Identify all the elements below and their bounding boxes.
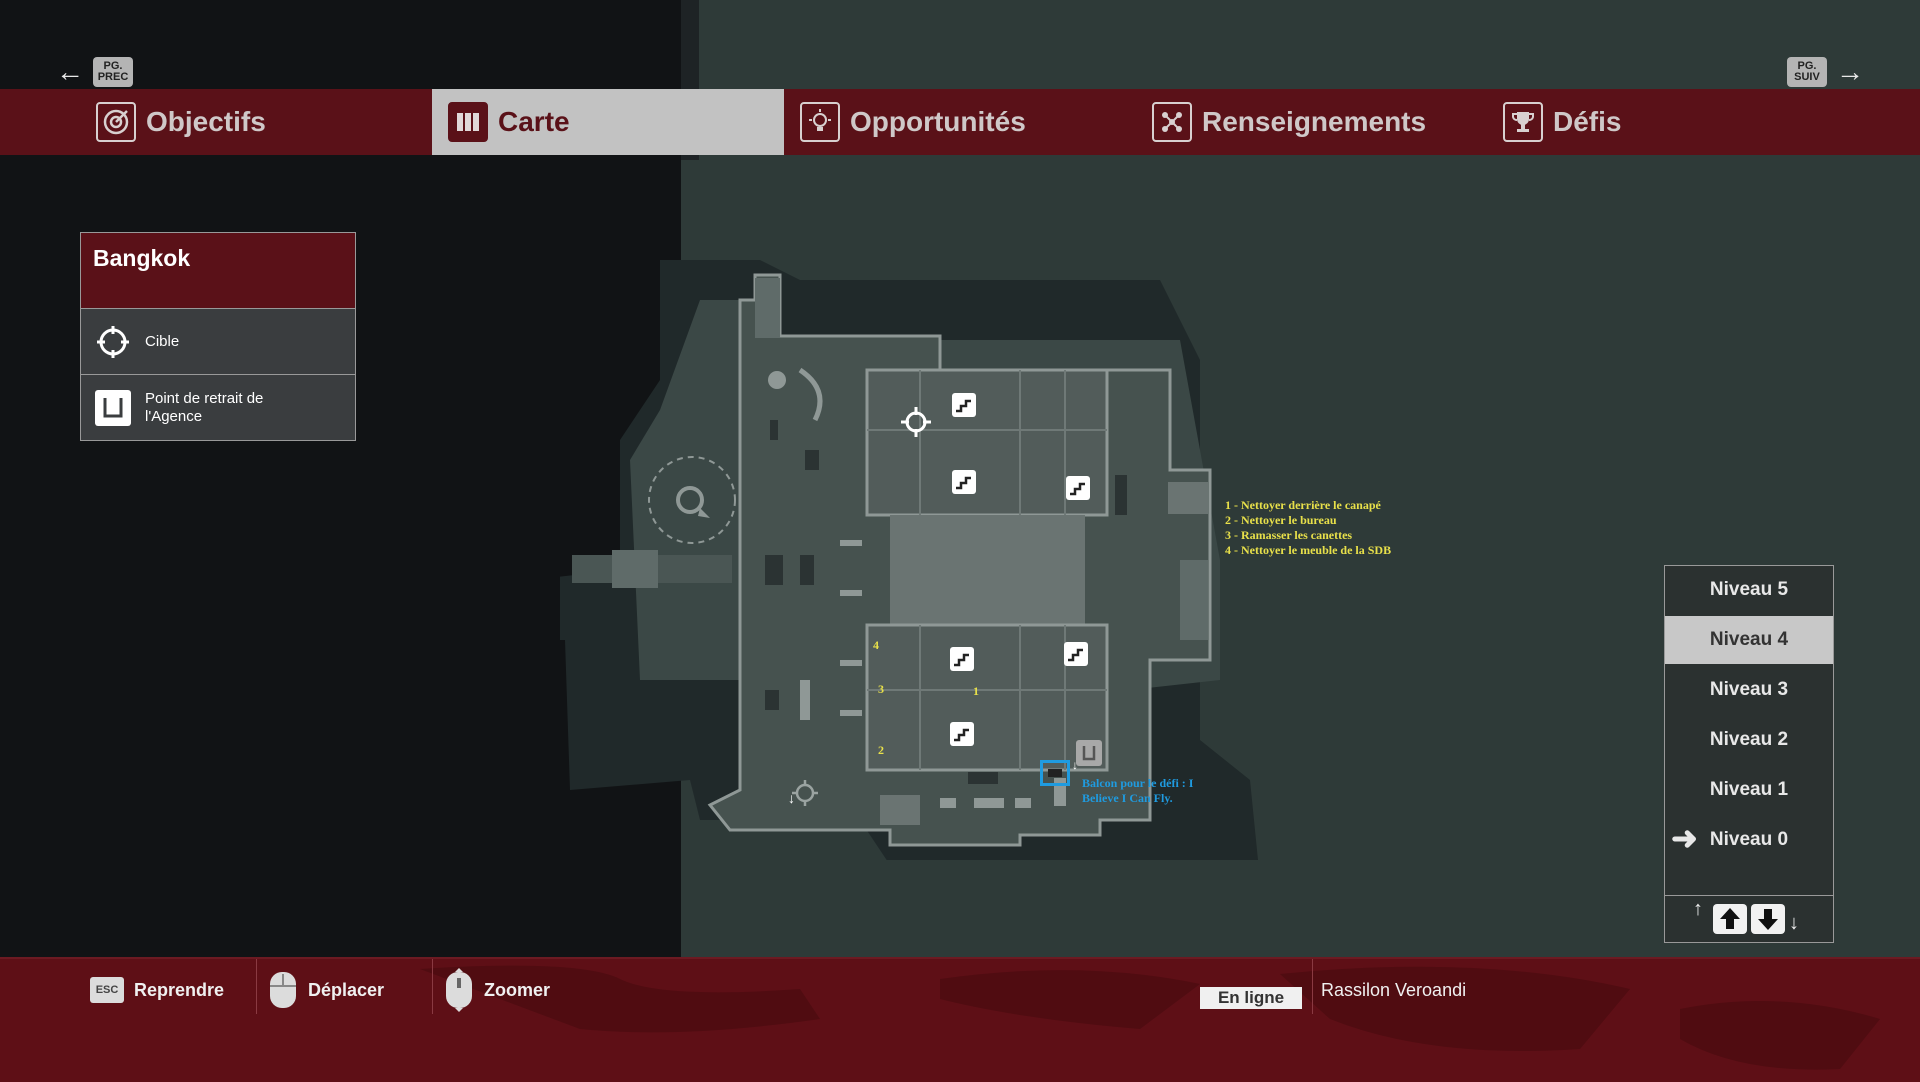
level-map[interactable]: ↓ ↓ 4 3 1 2 Balcon pour le défi : I Beli…: [560, 260, 1260, 860]
target-icon: [96, 102, 136, 142]
next-page-label: PG. SUIV: [1794, 60, 1820, 83]
prev-page-button[interactable]: PG. PREC: [93, 57, 133, 87]
online-status-badge: En ligne: [1200, 987, 1302, 1009]
floor-label: Niveau 1: [1709, 779, 1789, 800]
tab-renseignements[interactable]: Renseignements: [1152, 89, 1492, 155]
floor-label: Niveau 4: [1709, 629, 1789, 650]
note-line: 3 - Ramasser les canettes: [1225, 528, 1353, 542]
floor-label: Niveau 2: [1709, 729, 1789, 750]
current-floor-arrow-icon: ➜: [1671, 820, 1698, 856]
crosshair-icon[interactable]: [790, 778, 820, 808]
cleaning-notes: 1 - Nettoyer derrière le canapé 2 - Nett…: [1225, 498, 1465, 558]
balcony-note-line: Believe I Can Fly.: [1082, 791, 1173, 805]
prev-arrow-icon[interactable]: ←: [56, 56, 84, 87]
floor-item[interactable]: Niveau 5: [1665, 566, 1833, 614]
balcony-note-line: Balcon pour le défi : I: [1082, 776, 1194, 790]
legend-item-label: Cible: [145, 333, 180, 350]
floor-item-current[interactable]: ➜ Niveau 0: [1665, 816, 1833, 864]
mouse-drag-icon: [270, 972, 296, 1008]
tab-objectifs[interactable]: Objectifs: [96, 89, 416, 155]
stairs-icon[interactable]: [1064, 642, 1088, 666]
next-page-button[interactable]: PG. SUIV: [1787, 57, 1827, 87]
resume-action[interactable]: ESC Reprendre: [90, 959, 224, 1021]
mouse-scroll-icon: [446, 968, 472, 1012]
room-number: 4: [873, 638, 879, 652]
balcony-note: Balcon pour le défi : I Believe I Can Fl…: [1082, 776, 1222, 806]
room-number: 3: [878, 682, 884, 696]
floor-label: Niveau 5: [1709, 579, 1789, 600]
tab-defis[interactable]: Défis: [1503, 89, 1763, 155]
separator: [256, 959, 257, 1014]
down-arrow-icon: ↓: [1072, 758, 1078, 772]
stairs-icon[interactable]: [952, 470, 976, 494]
arrow-up-small-icon: ↑: [1693, 898, 1703, 920]
tab-label: Objectifs: [146, 106, 266, 137]
stairs-icon[interactable]: [950, 722, 974, 746]
crosshair-icon: [93, 322, 133, 362]
floor-down-button[interactable]: [1751, 904, 1785, 934]
floor-item[interactable]: Niveau 1: [1665, 766, 1833, 814]
target-crosshair-icon[interactable]: [901, 407, 931, 437]
floor-controls: ↑ ↓: [1665, 895, 1833, 943]
note-line: 2 - Nettoyer le bureau: [1225, 513, 1337, 527]
tab-label: Défis: [1553, 106, 1622, 137]
tab-opportunites[interactable]: Opportunités: [800, 89, 1130, 155]
top-nav: Objectifs Carte Opportunités Renseigneme…: [0, 89, 1920, 155]
floor-label: Niveau 0: [1709, 829, 1789, 850]
stairs-icon[interactable]: [950, 647, 974, 671]
note-line: 4 - Nettoyer le meuble de la SDB: [1225, 543, 1392, 557]
trophy-icon: [1503, 102, 1543, 142]
floor-selector: Niveau 5 Niveau 4 Niveau 3 Niveau 2 Nive…: [1664, 565, 1834, 943]
floor-label: Niveau 3: [1709, 679, 1789, 700]
tab-label: Opportunités: [850, 106, 1026, 137]
legend-item-agency-pickup[interactable]: Point de retrait de l'Agence: [81, 375, 355, 440]
room-number: 2: [878, 743, 884, 757]
arrow-down-small-icon: ↓: [1789, 912, 1799, 934]
dark-background: [0, 0, 681, 957]
floor-item-selected[interactable]: Niveau 4: [1665, 616, 1833, 664]
bottom-bar: ESC Reprendre Déplacer Zoomer En ligne R…: [0, 957, 1920, 1082]
stairs-icon[interactable]: [952, 393, 976, 417]
map-icon: [448, 102, 488, 142]
tab-label: Carte: [498, 106, 570, 137]
zoom-label: Zoomer: [484, 979, 551, 1000]
balcony-highlight-icon[interactable]: [1040, 760, 1070, 786]
lightbulb-icon: [800, 102, 840, 142]
floor-item[interactable]: Niveau 3: [1665, 666, 1833, 714]
location-title: Bangkok: [81, 233, 355, 309]
move-action[interactable]: Déplacer: [268, 959, 384, 1021]
tab-carte[interactable]: Carte: [432, 89, 784, 155]
stairs-icon[interactable]: [1066, 476, 1090, 500]
map-floorplan: [560, 260, 1258, 860]
down-arrow-icon: ↓: [788, 790, 795, 806]
legend-item-target[interactable]: Cible: [81, 309, 355, 375]
esc-key-icon: ESC: [90, 977, 124, 1003]
agency-pickup-icon[interactable]: [1076, 740, 1102, 766]
floor-item[interactable]: Niveau 2: [1665, 716, 1833, 764]
tab-label: Renseignements: [1202, 106, 1427, 137]
zoom-action[interactable]: Zoomer: [444, 959, 550, 1021]
map-legend: Bangkok Cible Point de retrait de l'Agen…: [80, 232, 356, 441]
note-line: 1 - Nettoyer derrière le canapé: [1225, 498, 1381, 512]
intel-icon: [1152, 102, 1192, 142]
separator: [1312, 959, 1313, 1014]
agency-pickup-icon: [93, 388, 133, 428]
world-map-decoration: [420, 965, 1880, 1070]
room-number: 1: [973, 684, 979, 698]
next-arrow-icon[interactable]: →: [1836, 56, 1864, 87]
resume-label: Reprendre: [134, 979, 225, 1000]
legend-item-label: Point de retrait de l'Agence: [145, 389, 264, 425]
move-label: Déplacer: [308, 979, 385, 1000]
floor-up-button[interactable]: [1713, 904, 1747, 934]
user-name: Rassilon Veroandi: [1321, 979, 1467, 1000]
prev-page-label: PG. PREC: [97, 60, 129, 83]
separator: [432, 959, 433, 1014]
